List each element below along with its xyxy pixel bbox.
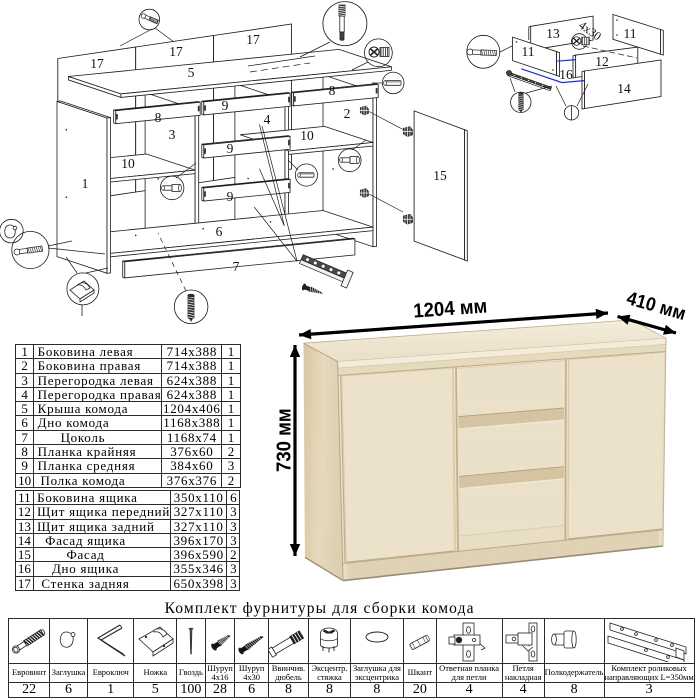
svg-text:17: 17 [246, 32, 260, 47]
svg-text:7: 7 [233, 259, 240, 274]
svg-text:11: 11 [522, 44, 535, 59]
svg-text:13: 13 [546, 26, 560, 41]
svg-text:15: 15 [433, 168, 447, 183]
svg-text:11: 11 [624, 26, 637, 41]
svg-text:5: 5 [188, 65, 195, 80]
svg-text:9: 9 [222, 98, 229, 113]
svg-text:10: 10 [121, 156, 135, 171]
svg-text:12: 12 [595, 54, 609, 69]
svg-text:14: 14 [617, 81, 631, 96]
svg-text:17: 17 [169, 44, 183, 59]
svg-text:2: 2 [344, 106, 351, 121]
svg-text:410 мм: 410 мм [624, 287, 688, 325]
svg-text:4: 4 [264, 112, 271, 127]
svg-text:9: 9 [227, 189, 234, 204]
svg-text:17: 17 [90, 56, 104, 71]
svg-text:8: 8 [155, 110, 162, 125]
svg-text:730 мм: 730 мм [274, 408, 296, 472]
svg-text:10: 10 [300, 128, 314, 143]
svg-text:16: 16 [559, 67, 573, 82]
svg-text:3: 3 [169, 127, 176, 142]
svg-text:8: 8 [329, 83, 336, 98]
svg-text:1204 мм: 1204 мм [413, 296, 488, 323]
svg-text:1: 1 [82, 176, 89, 191]
svg-text:6: 6 [216, 224, 223, 239]
svg-text:9: 9 [227, 141, 234, 156]
